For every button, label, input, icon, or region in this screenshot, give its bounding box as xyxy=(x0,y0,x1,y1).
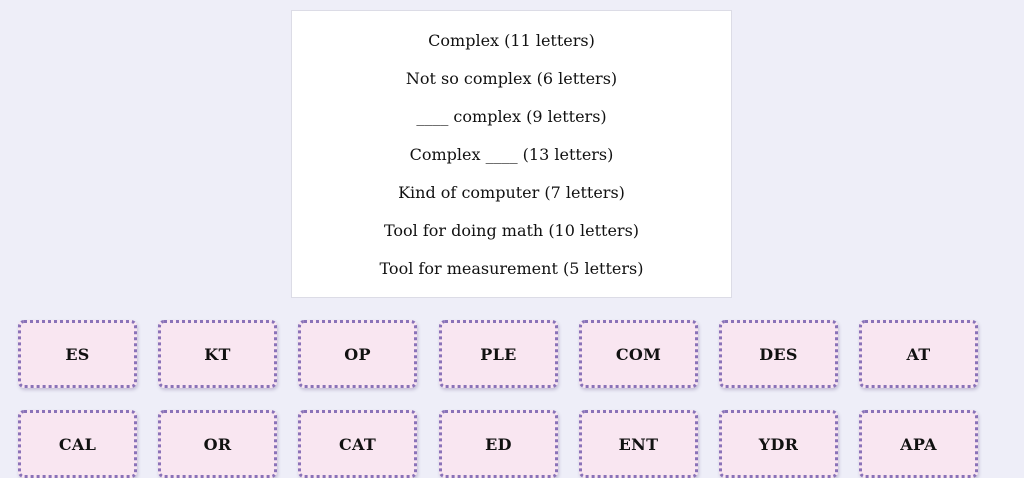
tile-label: OR xyxy=(203,434,232,454)
clue-5: Kind of computer (7 letters) xyxy=(398,183,625,202)
tile-label: APA xyxy=(900,434,937,454)
clue-6: Tool for doing math (10 letters) xyxy=(383,221,640,240)
clue-panel: Complex (11 letters) Not so complex (6 l… xyxy=(291,10,732,298)
clue-7: Tool for measurement (5 letters) xyxy=(379,259,644,278)
tile-label: PLE xyxy=(480,344,517,364)
letter-tile[interactable]: OR xyxy=(158,410,277,478)
tile-label: YDR xyxy=(758,434,799,454)
tile-label: AT xyxy=(906,344,931,364)
tile-label: DES xyxy=(759,344,798,364)
letter-tile[interactable]: AT xyxy=(859,320,978,388)
tile-row-2: CAL OR CAT ED ENT YDR APA xyxy=(18,410,998,478)
letter-tile[interactable]: PLE xyxy=(439,320,558,388)
letter-tile[interactable]: KT xyxy=(158,320,277,388)
tile-label: OP xyxy=(344,344,371,364)
tile-row-1: ES KT OP PLE COM DES AT xyxy=(18,320,998,388)
clue-3: ____ complex (9 letters) xyxy=(416,107,607,126)
tile-label: ES xyxy=(65,344,90,364)
clue-2: Not so complex (6 letters) xyxy=(405,69,618,88)
letter-tile[interactable]: ES xyxy=(18,320,137,388)
letter-tile[interactable]: COM xyxy=(579,320,698,388)
tile-label: KT xyxy=(204,344,231,364)
letter-tile[interactable]: DES xyxy=(719,320,838,388)
letter-tile[interactable]: CAT xyxy=(298,410,417,478)
tile-label: COM xyxy=(615,344,662,364)
clue-4: Complex ____ (13 letters) xyxy=(409,145,614,164)
letter-tile[interactable]: OP xyxy=(298,320,417,388)
tile-label: CAL xyxy=(58,434,97,454)
clue-1: Complex (11 letters) xyxy=(428,31,595,50)
letter-tile[interactable]: YDR xyxy=(719,410,838,478)
letter-tile[interactable]: ED xyxy=(439,410,558,478)
letter-tile[interactable]: CAL xyxy=(18,410,137,478)
letter-tile[interactable]: ENT xyxy=(579,410,698,478)
tile-label: CAT xyxy=(338,434,377,454)
tile-label: ENT xyxy=(618,434,659,454)
tile-label: ED xyxy=(485,434,512,454)
letter-tile[interactable]: APA xyxy=(859,410,978,478)
